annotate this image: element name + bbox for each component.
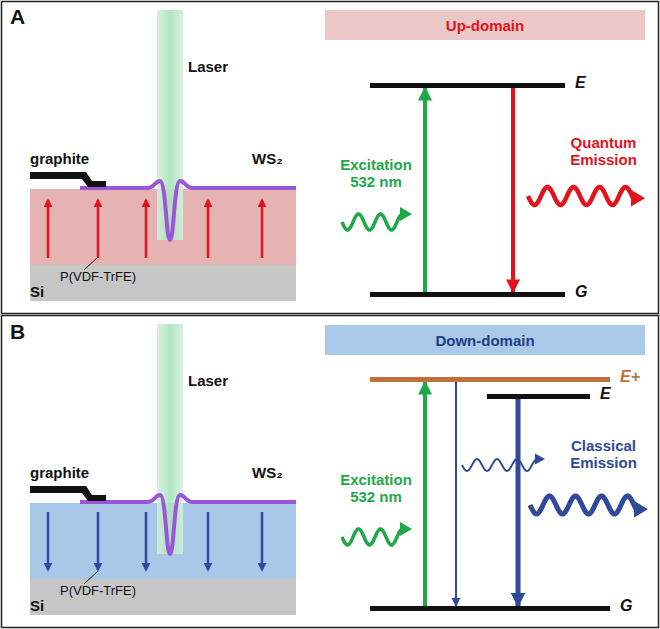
level-label: E [600, 385, 611, 403]
photon-arrowhead [631, 190, 645, 207]
level-label: G [575, 283, 587, 301]
band-label: Down-domain [435, 332, 534, 349]
panel-letter: B [10, 320, 25, 344]
annotation-label: graphite [30, 150, 89, 167]
band-label: Up-domain [446, 17, 524, 34]
ws2-monolayer [80, 181, 296, 240]
polarization-arrow [47, 512, 50, 570]
domain-band: Up-domain [325, 10, 645, 40]
panel-letter: A [10, 5, 25, 29]
ws2-monolayer [80, 495, 296, 554]
panel-frame [2, 316, 659, 628]
polarization-arrow [207, 512, 210, 570]
silicon-substrate [30, 265, 296, 301]
annotation-label: graphite [30, 464, 89, 481]
polarization-arrow [261, 512, 264, 570]
level-label: E+ [620, 368, 640, 386]
laser-beam [157, 324, 183, 554]
transition-arrow [455, 382, 457, 606]
energy-level: G [370, 606, 610, 611]
energy-level: E [370, 83, 565, 88]
photon-arrowhead [535, 453, 545, 464]
annotation-label: P(VDF-TrFE) [60, 584, 136, 599]
polarization-arrow [97, 200, 100, 258]
transition-arrow [511, 88, 515, 292]
graphite-contact [30, 172, 106, 187]
transition-arrow [516, 399, 521, 606]
level-label: G [620, 597, 632, 615]
photon-wave [530, 496, 636, 514]
annotation-label: WS₂ [252, 150, 283, 167]
annotation-label: Laser [188, 372, 228, 389]
annotation-label: Laser [188, 58, 228, 75]
silicon-substrate [30, 579, 296, 615]
transition-arrow [423, 88, 427, 292]
energy-level: G [370, 292, 565, 297]
laser-beam [157, 10, 183, 240]
annotation-label: Classical Emission [556, 437, 651, 472]
domain-band: Down-domain [325, 325, 645, 355]
annotation-label: Excitation 532 nm [330, 471, 422, 506]
polarization-arrow [97, 512, 100, 570]
transition-arrow [423, 382, 427, 606]
panel-frame [2, 2, 659, 314]
energy-level: E [487, 394, 590, 399]
photon-wave [462, 459, 537, 471]
photon-arrowhead [634, 501, 648, 518]
device-cross-section [30, 10, 296, 301]
device-cross-section [30, 324, 296, 615]
photon-wave [342, 214, 402, 230]
annotation-label: Si [30, 283, 44, 300]
annotation-label: P(VDF-TrFE) [60, 270, 136, 285]
photon-wave [528, 187, 633, 205]
level-label: E [575, 74, 586, 92]
annotation-label: WS₂ [252, 464, 283, 481]
polarization-arrow [47, 200, 50, 258]
photon-arrowhead [400, 207, 412, 221]
energy-level: E+ [370, 377, 610, 382]
annotation-label: Excitation 532 nm [330, 156, 422, 191]
annotation-label: Si [30, 597, 44, 614]
polarization-arrow [145, 512, 148, 570]
polarization-arrow [261, 200, 264, 258]
leader-line [84, 257, 98, 270]
photon-arrowhead [400, 522, 412, 536]
photon-wave [342, 529, 402, 545]
annotation-label: Quantum Emission [556, 134, 651, 169]
polarization-arrow [207, 200, 210, 258]
leader-line [84, 571, 98, 584]
polarization-arrow [145, 200, 148, 258]
graphite-contact [30, 486, 106, 501]
